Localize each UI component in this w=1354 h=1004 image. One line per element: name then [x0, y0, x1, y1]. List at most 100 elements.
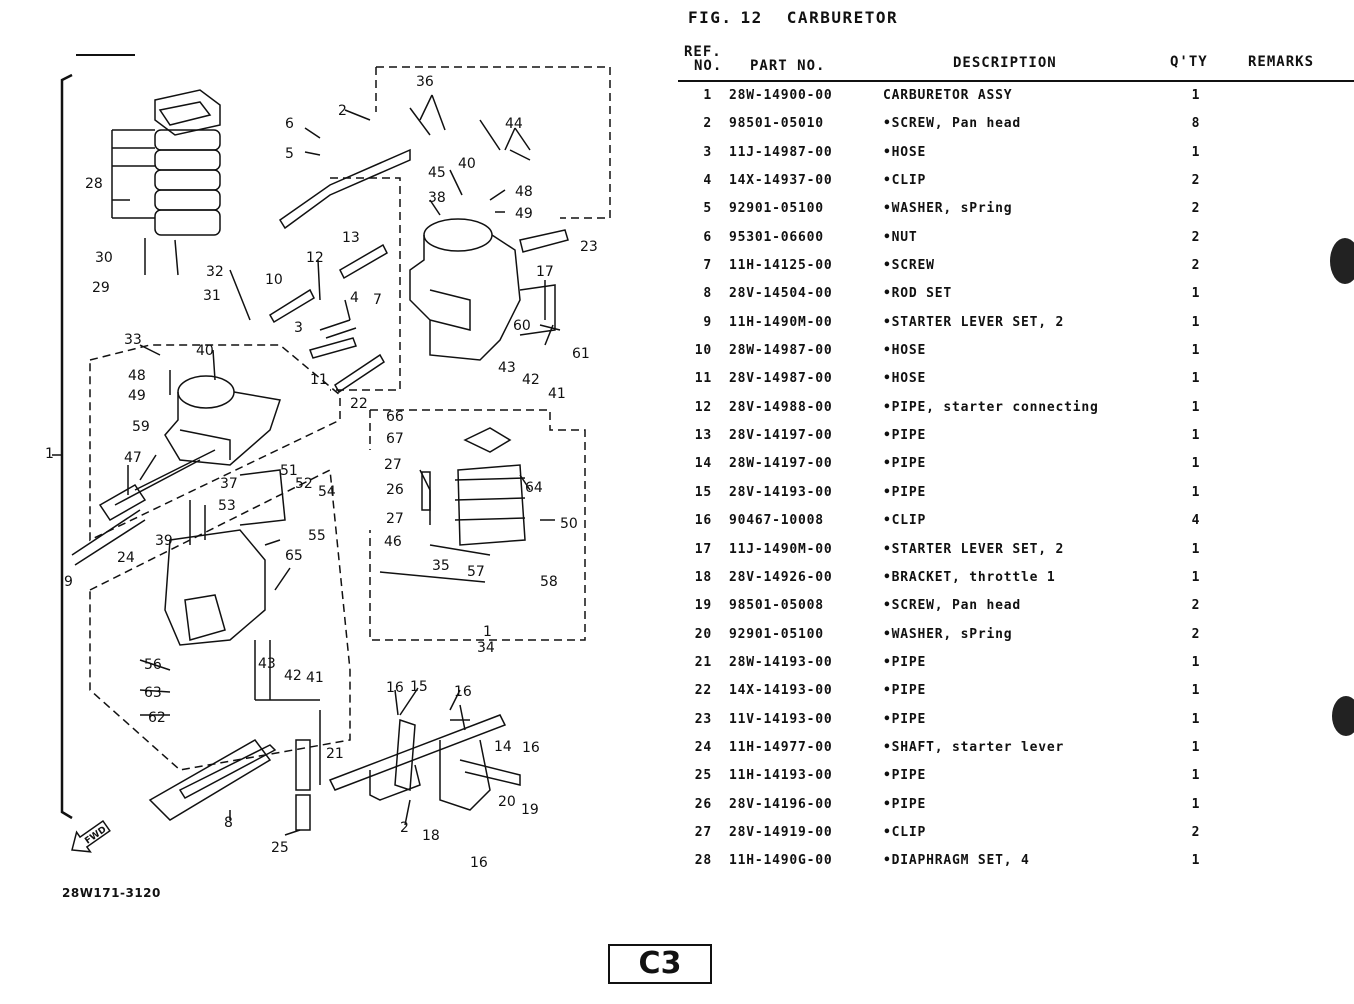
callout-2b: 2	[400, 820, 409, 836]
cell-part-no: 11H-1490M-00	[729, 314, 833, 330]
cell-description: •PIPE, starter connecting	[883, 399, 1099, 415]
callout-62: 62	[148, 710, 166, 726]
callout-12: 12	[306, 250, 324, 266]
cell-ref: 16	[694, 513, 712, 529]
callout-61: 61	[572, 346, 590, 362]
cell-ref: 10	[694, 343, 712, 359]
cell-ref: 3	[703, 144, 712, 160]
callout-37: 37	[220, 476, 238, 492]
callout-55: 55	[308, 528, 326, 544]
callout-27b: 27	[386, 511, 404, 527]
callout-19: 19	[521, 802, 539, 818]
callout-11: 11	[310, 372, 328, 388]
callout-30: 30	[95, 250, 113, 266]
callout-18: 18	[422, 828, 440, 844]
callout-60: 60	[513, 318, 531, 334]
cell-ref: 28	[694, 853, 712, 869]
callout-9: 9	[64, 574, 73, 590]
cell-description: •PIPE	[883, 456, 927, 472]
cell-qty: 1	[1191, 343, 1201, 359]
cell-part-no: 28V-14197-00	[729, 428, 833, 444]
cell-ref: 17	[694, 541, 712, 557]
cell-description: •PIPE	[883, 711, 927, 727]
callout-32: 32	[206, 264, 224, 280]
header-ref: REF.	[684, 44, 722, 60]
callout-38: 38	[428, 190, 446, 206]
cell-qty: 1	[1191, 569, 1201, 585]
cell-description: •WASHER, sPring	[883, 626, 1013, 642]
callout-28: 28	[85, 176, 103, 192]
callout-48: 48	[515, 184, 533, 200]
cell-qty: 1	[1191, 399, 1201, 415]
callout-26: 26	[386, 482, 404, 498]
callout-3: 3	[294, 320, 303, 336]
callout-16b: 16	[454, 684, 472, 700]
cell-ref: 26	[694, 796, 712, 812]
callout-49: 49	[515, 206, 533, 222]
cell-qty: 1	[1191, 88, 1201, 103]
callout-40b: 40	[196, 343, 214, 359]
cell-part-no: 11H-14193-00	[729, 768, 833, 784]
callout-29: 29	[92, 280, 110, 296]
cell-ref: 6	[703, 229, 712, 245]
callout-22: 22	[350, 396, 368, 412]
cell-description: •CLIP	[883, 824, 927, 840]
header-remarks: REMARKS	[1248, 54, 1315, 70]
header-divider	[678, 80, 1354, 82]
cell-ref: 15	[694, 484, 712, 500]
cell-description: •ROD SET	[883, 286, 953, 302]
exploded-parts-diagram: 36 44 6 5 2 45 40 48 49 38 23 28 17 13 1…	[0, 0, 660, 940]
cell-ref: 25	[694, 768, 712, 784]
callout-21: 21	[326, 746, 344, 762]
cell-part-no: 14X-14193-00	[729, 683, 833, 699]
cell-part-no: 98501-05010	[729, 116, 824, 132]
cell-qty: 1	[1191, 654, 1201, 670]
cell-qty: 1	[1191, 711, 1201, 727]
cell-part-no: 28V-14504-00	[729, 286, 833, 302]
callout-31: 31	[203, 288, 221, 304]
callout-49b: 49	[128, 388, 146, 404]
cell-qty: 1	[1191, 768, 1201, 784]
cell-qty: 1	[1191, 541, 1201, 557]
cell-description: •DIAPHRAGM SET, 4	[883, 853, 1030, 869]
cell-ref: 19	[694, 598, 712, 614]
callout-23: 23	[580, 239, 598, 255]
cell-part-no: 11H-14977-00	[729, 739, 833, 755]
callout-59: 59	[132, 419, 150, 435]
callout-63: 63	[144, 685, 162, 701]
cell-part-no: 11J-1490M-00	[729, 541, 833, 557]
callout-35: 35	[432, 558, 450, 574]
cell-description: •WASHER, sPring	[883, 201, 1013, 217]
cell-part-no: 28V-14926-00	[729, 569, 833, 585]
cell-ref: 14	[694, 456, 712, 472]
cell-qty: 1	[1191, 484, 1201, 500]
callout-15: 15	[410, 679, 428, 695]
callout-27: 27	[384, 457, 402, 473]
cell-ref: 24	[694, 739, 712, 755]
callout-45: 45	[428, 165, 446, 181]
cell-description: •SCREW, Pan head	[883, 598, 1022, 614]
cell-qty: 2	[1191, 626, 1201, 642]
cell-description: •SCREW	[883, 258, 935, 274]
callout-47: 47	[124, 450, 142, 466]
cell-part-no: 28W-14193-00	[729, 654, 833, 670]
cell-qty: 2	[1191, 229, 1201, 245]
diagram-code: 28W171-3120	[62, 886, 161, 900]
cell-part-no: 95301-06600	[729, 229, 824, 245]
callout-43b: 43	[258, 656, 276, 672]
cell-qty: 1	[1191, 853, 1201, 869]
cell-description: •NUT	[883, 229, 918, 245]
cell-ref: 7	[703, 258, 712, 274]
callout-24: 24	[117, 550, 135, 566]
callout-44: 44	[505, 116, 523, 132]
